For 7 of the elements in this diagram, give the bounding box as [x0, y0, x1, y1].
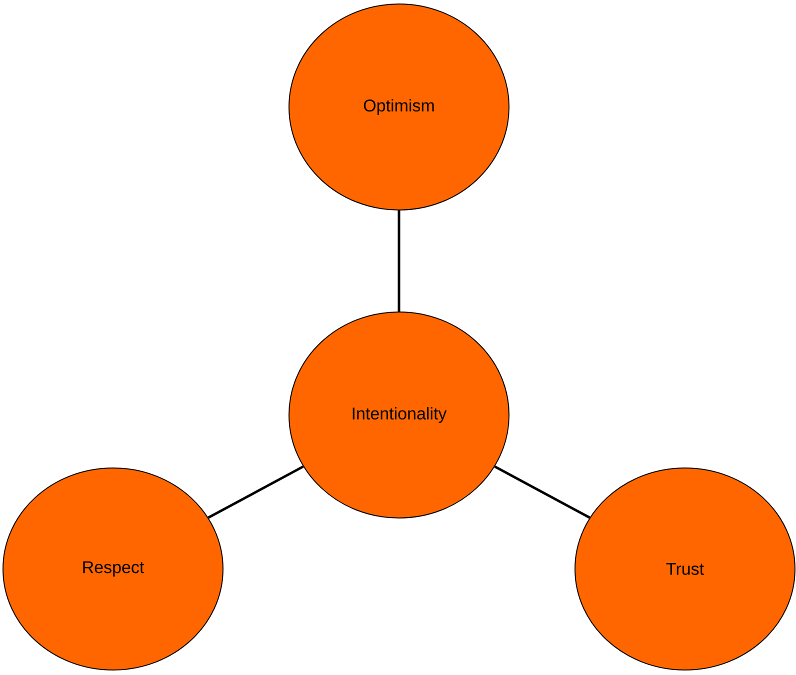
circle-node: Respect — [2, 467, 224, 670]
circle-node: Optimism — [288, 4, 510, 210]
connector-line — [208, 465, 304, 519]
circle-node: Intentionality — [288, 312, 510, 518]
connector-line — [398, 210, 400, 312]
circle-node: Trust — [574, 467, 796, 670]
connector-line — [494, 465, 590, 519]
